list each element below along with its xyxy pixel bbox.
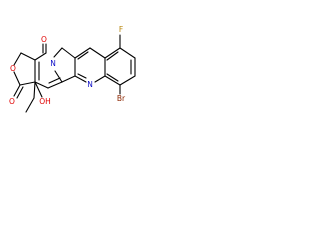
bond (33, 81, 36, 99)
chemical-structure: F Br N N O O O OH (9, 25, 136, 113)
bond (61, 75, 76, 83)
bond (47, 81, 63, 89)
bromine-label: Br (117, 94, 126, 103)
bond (94, 75, 106, 83)
bond (34, 81, 43, 98)
hydroxyl-label: OH (39, 97, 51, 106)
ketone-oxygen-label: O (41, 35, 47, 44)
bond (20, 52, 36, 61)
bond (54, 70, 63, 83)
ring-nitrogen-label: N (50, 59, 56, 68)
bond (106, 73, 119, 82)
bond (16, 86, 24, 99)
bond (13, 52, 22, 66)
bond (19, 81, 36, 86)
lactone-oxygen-label: O (9, 97, 15, 106)
bond (61, 47, 76, 59)
bond (34, 81, 49, 89)
fluorine-label: F (119, 25, 123, 34)
bond (89, 47, 106, 59)
bond (74, 47, 91, 59)
bond (34, 52, 47, 61)
bond (104, 47, 121, 59)
bond (77, 51, 89, 60)
bond (13, 71, 21, 86)
bond (77, 73, 87, 79)
bond (119, 75, 136, 86)
bond (104, 75, 121, 86)
bonds (13, 34, 136, 113)
bond (13, 84, 21, 97)
bond (106, 51, 119, 61)
bond (48, 77, 61, 84)
quinoline-nitrogen-label: N (87, 80, 93, 89)
bond (74, 75, 87, 83)
bond (25, 97, 35, 113)
atom-labels: F Br N N O O O OH (9, 25, 126, 106)
bond (119, 47, 136, 59)
bond (53, 47, 63, 58)
ring-oxygen-label: O (10, 64, 16, 73)
